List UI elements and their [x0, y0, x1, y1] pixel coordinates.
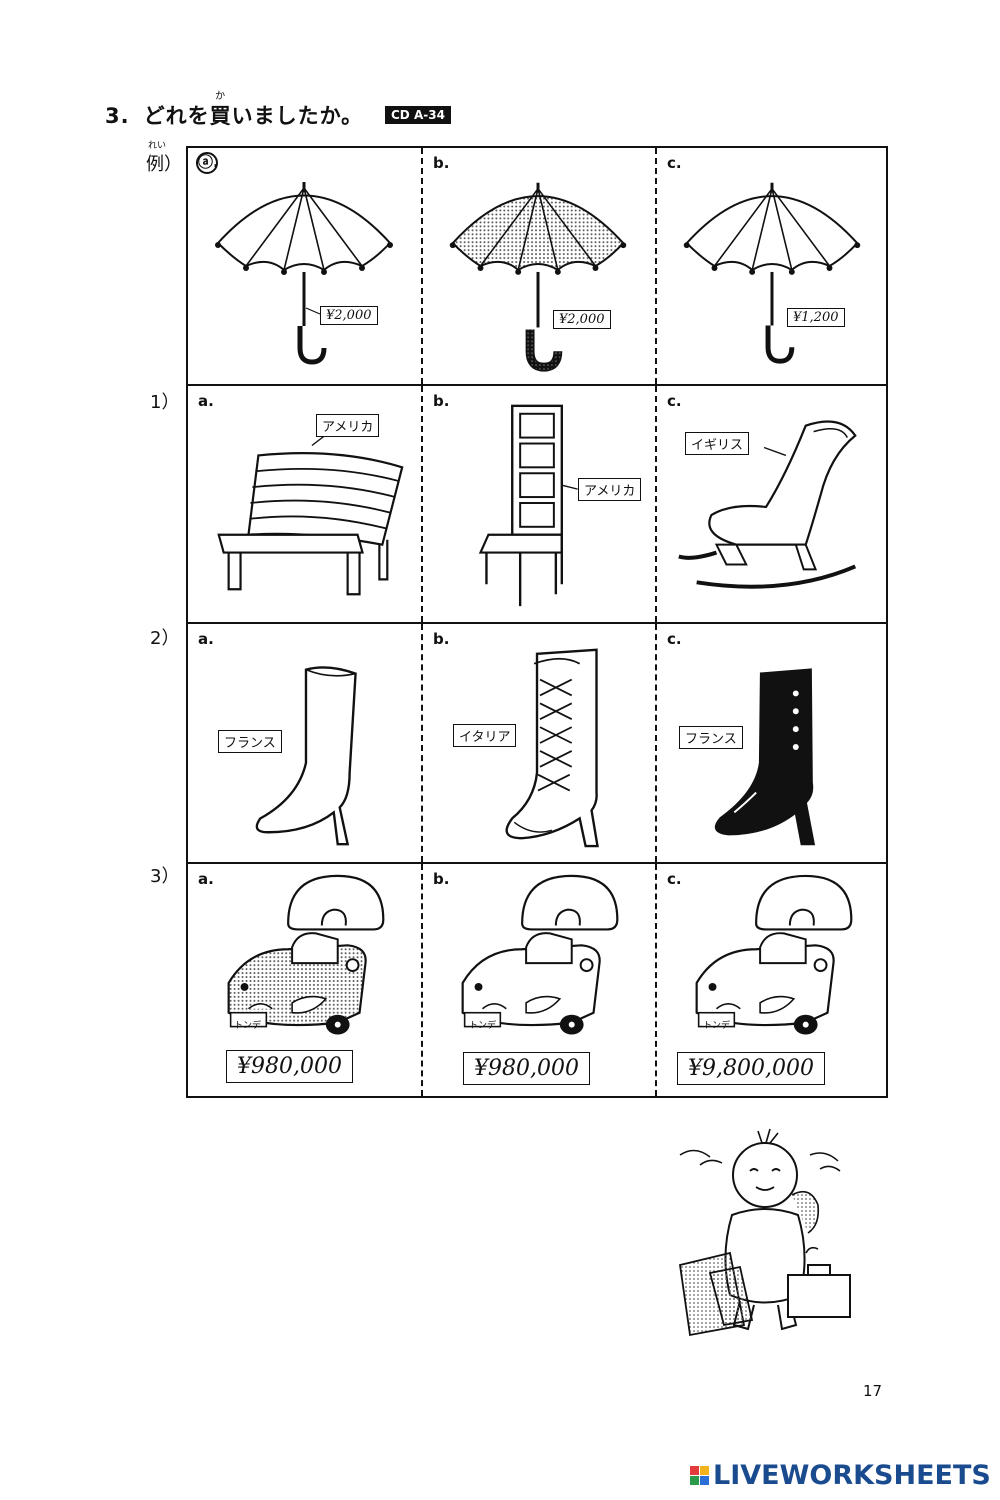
row-label-2: 2） [150, 628, 180, 649]
choice-cell[interactable]: a. フランス [188, 624, 421, 862]
kanji: 買 [209, 104, 232, 128]
choice-cell[interactable]: b. イタリア [421, 624, 655, 862]
umbrella-plain-icon [215, 182, 393, 365]
origin-tag: アメリカ [316, 414, 380, 437]
choice-letter: b. [433, 870, 450, 888]
grid-row-1: a. アメリカ b. アメリカ [188, 384, 886, 622]
choice-letter: c. [667, 870, 682, 888]
laced-boot-icon [505, 648, 599, 848]
car-plain-icon [461, 874, 619, 1035]
choice-cell[interactable]: a. アメリカ [188, 386, 421, 622]
choice-cell[interactable]: c. トンデ ¥9,800,000 [655, 864, 886, 1096]
car-plain-icon [695, 874, 853, 1035]
page-number: 17 [863, 1382, 883, 1400]
car-dotted-icon [227, 874, 385, 1035]
logo-square [690, 1466, 699, 1475]
choice-cell[interactable]: b. ¥2,000 [421, 148, 655, 384]
row-label-3: 3） [150, 866, 180, 887]
choice-letter: b. [433, 154, 450, 172]
row-label-example-text: 例） [146, 154, 182, 175]
liveworksheets-logo-icon [690, 1466, 709, 1485]
liveworksheets-footer[interactable]: LIVEWORKSHEETS [690, 1460, 991, 1491]
logo-square [700, 1466, 709, 1475]
logo-square [690, 1476, 699, 1485]
row-label-1: 1） [150, 392, 180, 413]
tall-chair-icon [478, 404, 578, 607]
origin-tag: イギリス [685, 432, 750, 455]
choice-cell[interactable]: c. イギリス [655, 386, 886, 622]
choice-cell[interactable]: c. フランス [655, 624, 886, 862]
license-plate: トンデ [703, 1021, 731, 1031]
price-tag: ¥2,000 [553, 310, 611, 329]
price-tag: ¥2,000 [320, 306, 378, 325]
answer-grid: ⓐ. ¥2,000 b. [186, 146, 888, 1098]
row-label-example-ruby: れい [148, 141, 167, 151]
choice-cell[interactable]: b. アメリカ [421, 386, 655, 622]
choice-cell[interactable]: ⓐ. ¥2,000 [188, 148, 421, 384]
origin-tag: フランス [679, 726, 743, 749]
brand-name: LIVEWORKSHEETS [713, 1460, 991, 1491]
rocking-chair-icon [678, 420, 857, 589]
ruby-reading: か [215, 91, 227, 102]
umbrella-plain-icon [683, 182, 861, 364]
choice-letter: c. [667, 154, 682, 172]
license-plate: トンデ [469, 1021, 497, 1031]
price-tag: ¥1,200 [787, 308, 845, 327]
license-plate: トンデ [234, 1021, 262, 1031]
choice-letter: a. [198, 392, 214, 410]
cd-track-badge: CD A-34 [385, 106, 451, 124]
choice-letter: a. [198, 630, 214, 648]
boot-plain-icon [255, 666, 357, 846]
logo-square [700, 1476, 709, 1485]
origin-tag: アメリカ [578, 478, 642, 501]
shopper-illustration [678, 1128, 851, 1337]
grid-row-3: a. トンデ ¥980,000 b. [188, 862, 886, 1096]
question-title: 3. どれをか買いましたか。 [105, 91, 364, 130]
question-number: 3. [105, 104, 130, 128]
origin-tag: フランス [218, 730, 282, 753]
grid-row-example: ⓐ. ¥2,000 b. [188, 148, 886, 384]
bench-icon [217, 425, 404, 596]
origin-tag: イタリア [453, 724, 517, 747]
choice-cell[interactable]: c. ¥1,200 [655, 148, 886, 384]
choice-letter: ⓐ. [196, 152, 219, 174]
price-tag: ¥980,000 [463, 1052, 590, 1085]
price-tag: ¥980,000 [226, 1050, 353, 1083]
choice-letter: b. [433, 392, 450, 410]
choice-letter: c. [667, 630, 682, 648]
row-label-example: れい 例） [146, 141, 182, 176]
choice-letter: c. [667, 392, 682, 410]
boot-black-icon [714, 668, 816, 846]
price-tag: ¥9,800,000 [677, 1052, 825, 1085]
question-text-post: いましたか。 [231, 104, 364, 128]
choice-cell[interactable]: a. トンデ ¥980,000 [188, 864, 421, 1096]
choice-letter: a. [198, 870, 214, 888]
choice-letter: b. [433, 630, 450, 648]
umbrella-dotted-icon [449, 182, 627, 372]
grid-row-2: a. フランス b. イタリア c. フランス [188, 622, 886, 862]
question-text-pre: どれを [143, 104, 210, 128]
kanji-with-ruby: か買 [209, 91, 232, 130]
choice-cell[interactable]: b. トンデ ¥980,000 [421, 864, 655, 1096]
